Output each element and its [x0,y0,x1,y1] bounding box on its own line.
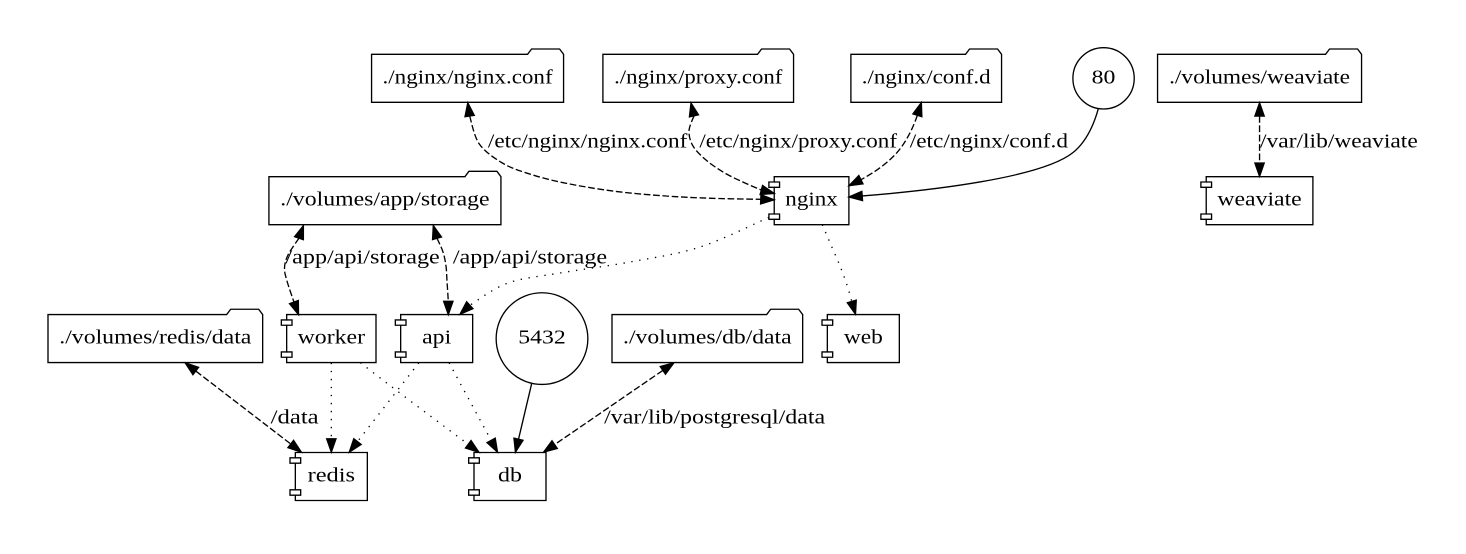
svg-text:./volumes/redis/data: ./volumes/redis/data [59,327,251,349]
svg-text:./nginx/conf.d: ./nginx/conf.d [862,66,991,88]
svg-text:/etc/nginx/nginx.conf: /etc/nginx/nginx.conf [488,131,688,153]
svg-text:/app/api/storage: /app/api/storage [453,247,607,269]
svg-text:/var/lib/weaviate: /var/lib/weaviate [1260,131,1418,153]
svg-text:/etc/nginx/conf.d: /etc/nginx/conf.d [910,131,1068,153]
svg-text:/etc/nginx/proxy.conf: /etc/nginx/proxy.conf [699,131,897,153]
svg-text:80: 80 [1092,66,1116,88]
svg-text:api: api [422,327,452,349]
svg-text:/app/api/storage: /app/api/storage [285,247,439,269]
svg-text:redis: redis [308,464,356,486]
svg-text:weaviate: weaviate [1217,189,1301,211]
svg-text:./volumes/weaviate: ./volumes/weaviate [1169,66,1350,88]
svg-text:worker: worker [298,327,366,349]
svg-text:./nginx/nginx.conf: ./nginx/nginx.conf [383,66,553,88]
svg-text:/data: /data [271,406,319,428]
svg-text:./volumes/db/data: ./volumes/db/data [623,327,792,349]
svg-text:5432: 5432 [518,327,565,349]
svg-text:./nginx/proxy.conf: ./nginx/proxy.conf [614,66,783,88]
svg-text:./volumes/app/storage: ./volumes/app/storage [280,189,489,211]
svg-text:nginx: nginx [785,189,838,211]
svg-text:db: db [498,464,522,486]
svg-text:web: web [844,327,883,349]
svg-text:/var/lib/postgresql/data: /var/lib/postgresql/data [604,406,825,428]
